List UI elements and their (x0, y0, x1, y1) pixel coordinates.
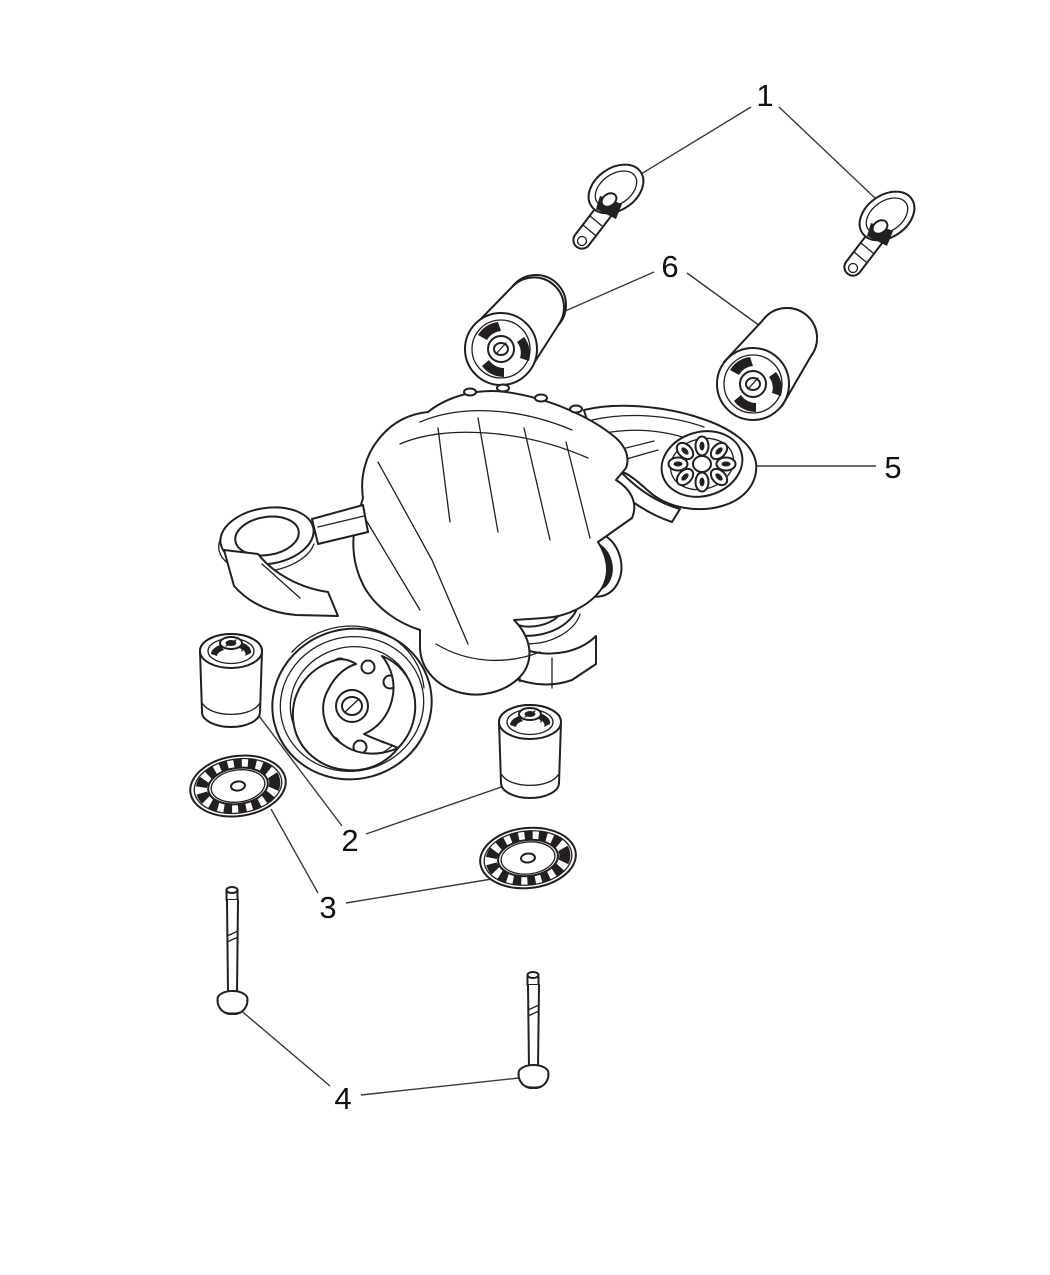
front-arm-eye (218, 504, 369, 617)
leader-lines (237, 106, 877, 1096)
toothed-washer-left (189, 754, 287, 818)
callout-labels: 1 6 5 2 3 4 (319, 78, 901, 1116)
leader-6-right (686, 272, 761, 327)
housing-top-studs (463, 383, 583, 414)
leader-3-right (345, 878, 493, 904)
lower-bushing-left (199, 633, 263, 728)
bracket-spoke-holes (667, 435, 737, 493)
leader-1-left (627, 106, 752, 183)
differential-assembly (218, 383, 758, 781)
callout-2: 2 (341, 823, 358, 858)
leader-3-left (270, 808, 319, 894)
callout-6: 6 (661, 249, 678, 284)
callout-5: 5 (884, 450, 901, 485)
leader-2-left (252, 707, 343, 827)
toothed-washer-right (479, 826, 577, 890)
callout-4: 4 (334, 1081, 351, 1116)
upper-bushing-right (716, 307, 818, 421)
callout-1: 1 (756, 78, 773, 113)
upper-bushing-left (464, 274, 567, 386)
lower-bushing-right (498, 704, 562, 799)
upper-bolt-left (572, 163, 645, 250)
mounting-bracket (583, 404, 758, 523)
callout-3: 3 (319, 890, 336, 925)
lower-bolt-right (517, 971, 550, 1089)
leader-1-right (778, 106, 877, 200)
leader-2-right (365, 782, 514, 835)
upper-bolt-right (843, 190, 916, 277)
leader-6-left (562, 271, 655, 313)
lower-bolt-left (216, 886, 249, 1015)
leader-4-right (360, 1077, 520, 1096)
front-cover (271, 625, 433, 781)
housing-body (352, 383, 636, 696)
leader-4-left (237, 1007, 331, 1087)
